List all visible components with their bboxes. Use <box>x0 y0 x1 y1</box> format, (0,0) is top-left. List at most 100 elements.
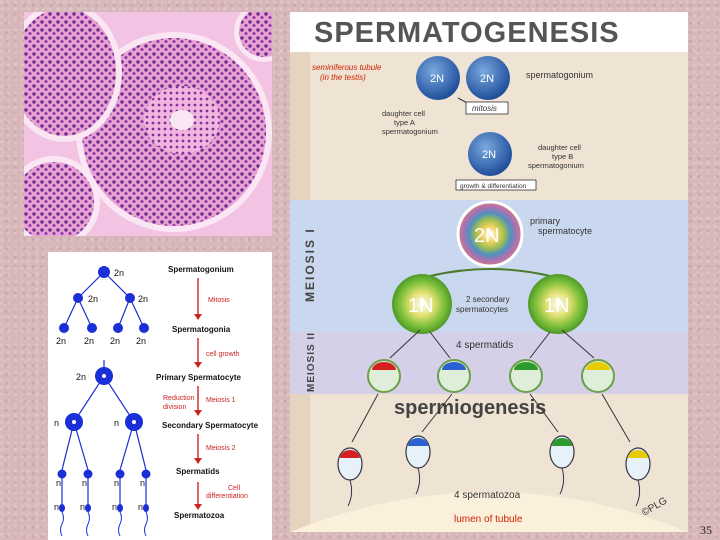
spermatozoa <box>337 435 651 507</box>
stage-label-primary: Primary Spermatocyte <box>156 373 241 382</box>
spermatids-label: 4 spermatids <box>456 340 513 351</box>
lineage-arrowheads <box>194 314 202 510</box>
daughter-b-label-2: type B <box>552 152 573 161</box>
spermatid-cell <box>57 469 67 479</box>
spermatozoa-label: 4 spermatozoa <box>454 490 521 501</box>
ploidy-label: n <box>80 502 85 512</box>
ploidy-label: n <box>112 502 117 512</box>
spermiogenesis-label: spermiogenesis <box>394 397 546 419</box>
process-label-cell: Cell <box>228 485 241 492</box>
spermatogonia-cell <box>113 323 123 333</box>
diagram-title: SPERMATOGENESIS <box>314 17 620 49</box>
secondary-label: 2 secondary <box>466 295 510 304</box>
spermatogonium-cell <box>98 266 110 278</box>
spermatozoon-head <box>85 504 91 512</box>
ploidy-label: n <box>54 502 59 512</box>
ploidy-label-1n: 1N <box>544 295 570 317</box>
meiosis-two-label: MEIOSIS II <box>306 332 317 392</box>
ploidy-label-2n: 2N <box>474 225 500 247</box>
growth-label: growth & differentiation <box>460 183 527 190</box>
meiosis-one-label: MEIOSIS I <box>303 227 317 302</box>
spermatozoon-head <box>143 504 149 512</box>
lineage-diagram: 2n 2n 2n 2n 2n 2n 2n 2n n n n n n n n n … <box>48 252 272 540</box>
secondary-spermatocyte-right <box>528 274 588 334</box>
ploidy-label-1n: 1N <box>408 295 434 317</box>
mitosis-label: mitosis <box>472 104 497 113</box>
spermatogonia-cell <box>139 323 149 333</box>
seminiferous-tubule-image <box>24 12 272 236</box>
process-label-differentiation: differentiation <box>206 493 248 500</box>
daughter-a-label-3: spermatogonium <box>382 127 438 136</box>
slide-number: 35 <box>700 523 712 537</box>
histology-micrograph <box>24 12 272 236</box>
process-label-division: division <box>163 404 186 411</box>
daughter-a-label-1: daughter cell <box>382 109 425 118</box>
ploidy-label-2n: 2N <box>482 149 496 161</box>
spermatozoon-head <box>117 504 123 512</box>
growth-box <box>455 179 537 191</box>
ploidy-label: n <box>114 478 119 488</box>
process-label-cell-growth: cell growth <box>206 351 240 358</box>
meiosis-two-band <box>290 332 688 394</box>
stage-label-spermatogonium: Spermatogonium <box>168 265 234 274</box>
process-label-meiosis2: Meiosis 2 <box>206 445 236 452</box>
lineage-cell-dots <box>72 374 136 424</box>
daughter-b-label-1: daughter cell <box>538 143 581 152</box>
spermatid-cell <box>115 469 125 479</box>
spermatogonia-cell <box>125 293 135 303</box>
spermatogonia-cell <box>87 323 97 333</box>
ploidy-label: n <box>56 478 61 488</box>
spermatogonium-label: spermatogonium <box>526 70 593 80</box>
spermatogonia-cell <box>73 293 83 303</box>
ploidy-label: 2n <box>138 294 148 304</box>
spermatid-cell <box>141 469 151 479</box>
process-label-meiosis1: Meiosis 1 <box>206 397 236 404</box>
stage-label-spermatozoa: Spermatozoa <box>174 511 225 520</box>
ploidy-label: n <box>54 418 59 428</box>
stage-label-spermatogonia: Spermatogonia <box>172 325 231 334</box>
secondary-label-2: spermatocytes <box>456 305 508 314</box>
ploidy-label: 2n <box>114 268 124 278</box>
stage-label-spermatids: Spermatids <box>176 467 220 476</box>
lineage-svg: 2n 2n 2n 2n 2n 2n 2n 2n n n n n n n n n … <box>54 265 259 537</box>
spermatid-arrows <box>389 329 595 359</box>
lineage-connectors <box>61 271 147 504</box>
ploidy-label: n <box>140 478 145 488</box>
lumen <box>290 492 688 532</box>
seminiferous-tubule-label: seminiferous tubule <box>312 63 382 72</box>
stage-label-secondary: Secondary Spermatocyte <box>162 421 259 430</box>
spermatogenesis-illustration: SPERMATOGENESIS seminiferous tubule (in … <box>290 12 688 532</box>
ploidy-label-2n: 2N <box>430 73 444 85</box>
process-label-reduction: Reduction <box>163 395 195 402</box>
secondary-spermatocyte-left <box>392 274 452 334</box>
spermatogenesis-svg: SPERMATOGENESIS seminiferous tubule (in … <box>290 12 688 532</box>
ploidy-label: n <box>138 502 143 512</box>
ploidy-label: 2n <box>56 336 66 346</box>
spermatid-cells <box>367 359 615 393</box>
primary-label: primary <box>530 216 561 226</box>
primary-spermatocyte-cell <box>456 200 524 268</box>
spermatogonium-cell-left <box>416 56 460 100</box>
ploidy-label: 2n <box>88 294 98 304</box>
ploidy-label: n <box>82 478 87 488</box>
spermatogonium-cell-right <box>466 56 510 100</box>
ploidy-label: 2n <box>136 336 146 346</box>
ploidy-label: 2n <box>84 336 94 346</box>
ploidy-label-2n: 2N <box>480 73 494 85</box>
seminiferous-tubule-label-sub: (in the testis) <box>320 73 366 82</box>
spermatid-cell <box>83 469 93 479</box>
spermiogenesis-arrows <box>351 393 631 443</box>
ploidy-label: 2n <box>76 372 86 382</box>
lineage-cells <box>57 266 151 512</box>
daughter-b-label-3: spermatogonium <box>528 161 584 170</box>
spermatogonium-b-cell <box>468 132 512 176</box>
mitosis-box <box>465 101 509 115</box>
ploidy-label: 2n <box>110 336 120 346</box>
lumen-label: lumen of tubule <box>454 514 523 525</box>
process-label-mitosis: Mitosis <box>208 297 230 304</box>
primary-label-2: spermatocyte <box>538 226 592 236</box>
ploidy-label: n <box>114 418 119 428</box>
spermatozoon-head <box>59 504 65 512</box>
daughter-a-label-2: type A <box>394 118 415 127</box>
lineage-tails <box>60 511 148 537</box>
